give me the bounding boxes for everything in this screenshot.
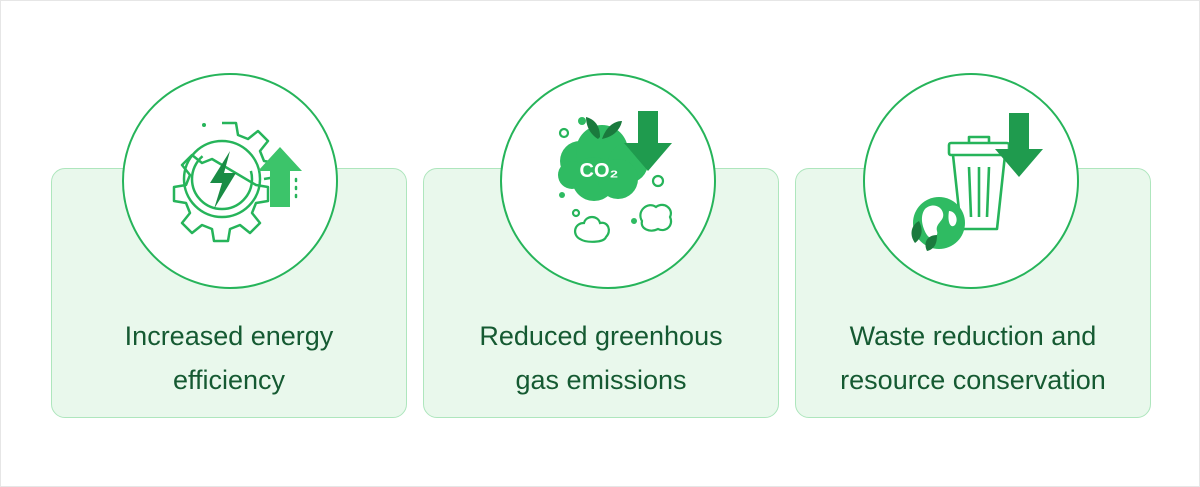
card-title-line2: resource conservation bbox=[840, 365, 1106, 395]
co2-text: CO₂ bbox=[580, 160, 619, 182]
card-title-line1: Waste reduction and bbox=[849, 321, 1097, 351]
card-title-line1: Reduced greenhous bbox=[479, 321, 723, 351]
card-title-line2: gas emissions bbox=[515, 365, 687, 395]
card-title: Increased energy efficiency bbox=[52, 314, 406, 402]
card-title-line2: efficiency bbox=[172, 365, 286, 395]
waste-reduction-icon bbox=[911, 113, 1043, 251]
card-title: Waste reduction and resource conservatio… bbox=[796, 314, 1150, 402]
co2-reduction-icon: CO₂ bbox=[558, 111, 673, 243]
card-title: Reduced greenhous gas emissions bbox=[424, 314, 778, 402]
energy-efficiency-icon bbox=[172, 121, 302, 243]
card-title-line1: Increased energy bbox=[124, 321, 334, 351]
icon-circle-co2: CO₂ bbox=[500, 73, 716, 289]
icon-circle-energy bbox=[122, 73, 338, 289]
icon-circle-waste bbox=[863, 73, 1079, 289]
